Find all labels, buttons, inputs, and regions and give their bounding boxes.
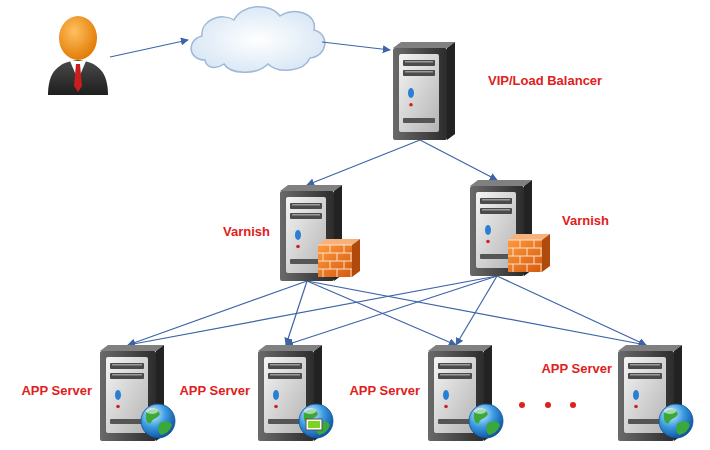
connector-arrow bbox=[420, 140, 497, 180]
firewall-badge bbox=[318, 239, 360, 277]
ellipsis-dots bbox=[519, 402, 576, 408]
server-icon bbox=[618, 345, 682, 441]
server-node: Varnish bbox=[280, 185, 342, 281]
server-icon bbox=[280, 185, 342, 281]
server-label: Varnish bbox=[562, 213, 609, 228]
connector-arrow bbox=[497, 276, 646, 345]
server-node: Varnish bbox=[470, 180, 532, 276]
server-label: Varnish bbox=[223, 224, 270, 239]
firewall-badge bbox=[508, 234, 550, 272]
server-label: APP Server bbox=[541, 361, 612, 376]
connector-arrow bbox=[128, 281, 307, 345]
internet-cloud bbox=[191, 7, 325, 73]
server-label: VIP/Load Balancer bbox=[488, 73, 602, 88]
server-icon bbox=[428, 345, 492, 441]
server-icon bbox=[258, 345, 322, 441]
connector-arrow bbox=[128, 276, 497, 345]
globe-badge bbox=[299, 404, 333, 438]
connector-arrow bbox=[307, 140, 420, 185]
server-node: APP Server bbox=[428, 345, 492, 441]
globe-badge bbox=[141, 404, 175, 438]
connector-arrow bbox=[286, 276, 497, 345]
user-figure bbox=[48, 16, 108, 95]
server-node: APP Server bbox=[258, 345, 322, 441]
connector-arrow bbox=[307, 281, 646, 345]
globe-badge bbox=[469, 404, 503, 438]
server-icon bbox=[100, 345, 164, 441]
server-icon bbox=[258, 345, 322, 441]
connector-arrow bbox=[307, 281, 456, 345]
globe-badge bbox=[659, 404, 693, 438]
connector-arrow bbox=[110, 40, 188, 57]
connector-arrow bbox=[322, 42, 390, 50]
server-node: VIP/Load Balancer bbox=[393, 42, 455, 140]
server-icon bbox=[393, 42, 455, 140]
server-icon bbox=[393, 42, 455, 140]
connector-arrow bbox=[456, 276, 497, 345]
server-node: APP Server bbox=[100, 345, 164, 441]
server-label: APP Server bbox=[179, 383, 250, 398]
server-node: APP Server bbox=[618, 345, 682, 441]
server-icon bbox=[470, 180, 532, 276]
server-label: APP Server bbox=[349, 383, 420, 398]
server-label: APP Server bbox=[21, 383, 92, 398]
